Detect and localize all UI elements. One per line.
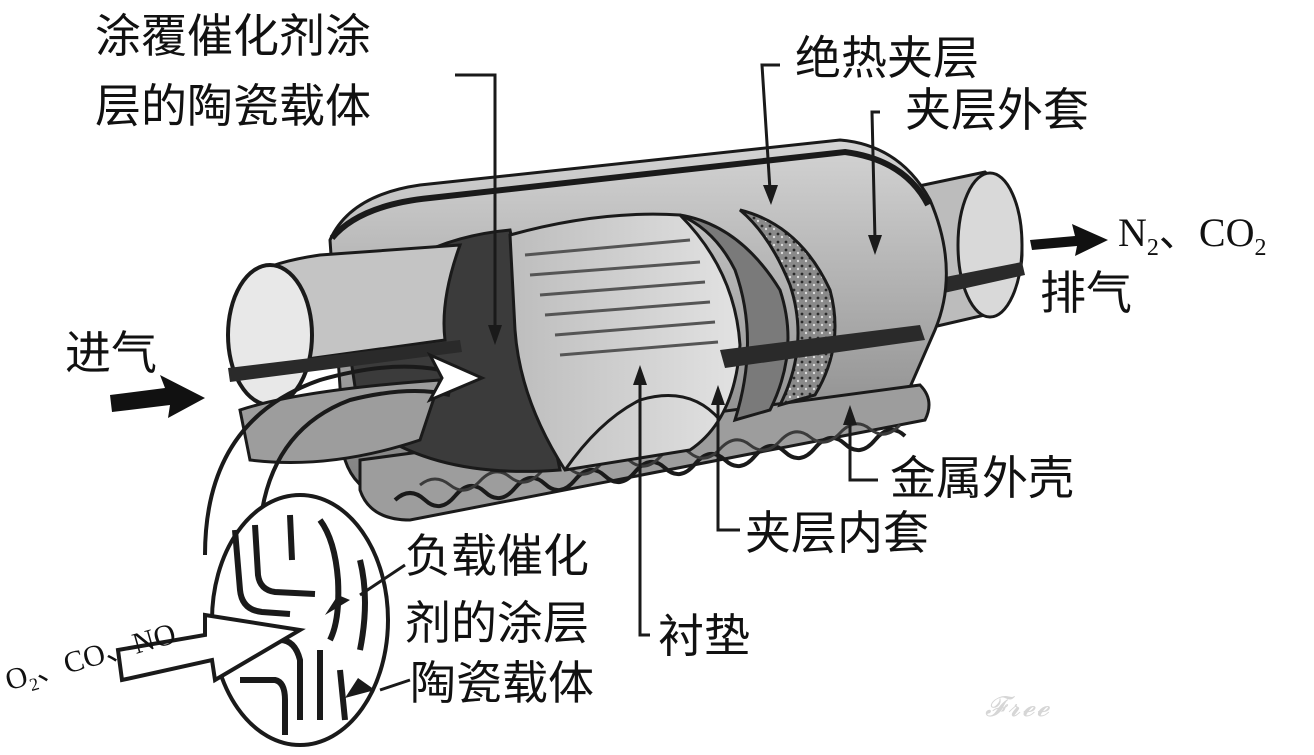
- ceramic-monolith: [508, 212, 742, 472]
- outlet-gases: N2、CO2: [1118, 200, 1266, 262]
- inlet-gas-arrow: [115, 612, 306, 684]
- label-intake: 进气: [65, 326, 157, 380]
- flow-arrowhead: [426, 351, 486, 404]
- label-outer-jacket: 夹层外套: [905, 83, 1089, 137]
- label-ceramic-carrier: 陶瓷载体: [410, 656, 594, 710]
- watermark: 𝓕𝓻𝓮𝓮: [985, 690, 1052, 723]
- honeycomb-inset: [210, 493, 390, 747]
- label-catalyst-coating-line1: 负载催化: [405, 529, 589, 583]
- leader-lines: [359, 63, 880, 692]
- label-coated-carrier-line2: 层的陶瓷载体: [95, 79, 371, 133]
- exhaust-arrow: [1030, 224, 1108, 256]
- label-insulation-layer: 绝热夹层: [795, 31, 979, 85]
- label-coated-carrier-line1: 涂覆催化剂涂: [95, 9, 371, 63]
- label-catalyst-coating-line2: 剂的涂层: [405, 596, 589, 650]
- leader-arrowheads: [488, 185, 882, 425]
- outlet-separator: 、: [1158, 210, 1199, 255]
- n2-subscript: 2: [1146, 235, 1159, 261]
- n2-symbol: N: [1118, 210, 1147, 255]
- label-metal-shell: 金属外壳: [890, 451, 1074, 505]
- label-liner-pad: 衬垫: [658, 609, 750, 663]
- co2-symbol: CO: [1198, 210, 1255, 255]
- label-inner-jacket: 夹层内套: [745, 506, 929, 560]
- gas-flow-arrows: [203, 364, 451, 556]
- co2-subscript: 2: [1254, 235, 1267, 261]
- label-exhaust: 排气: [1040, 266, 1132, 320]
- intake-arrow: [110, 375, 205, 418]
- liner-rings: [679, 208, 925, 423]
